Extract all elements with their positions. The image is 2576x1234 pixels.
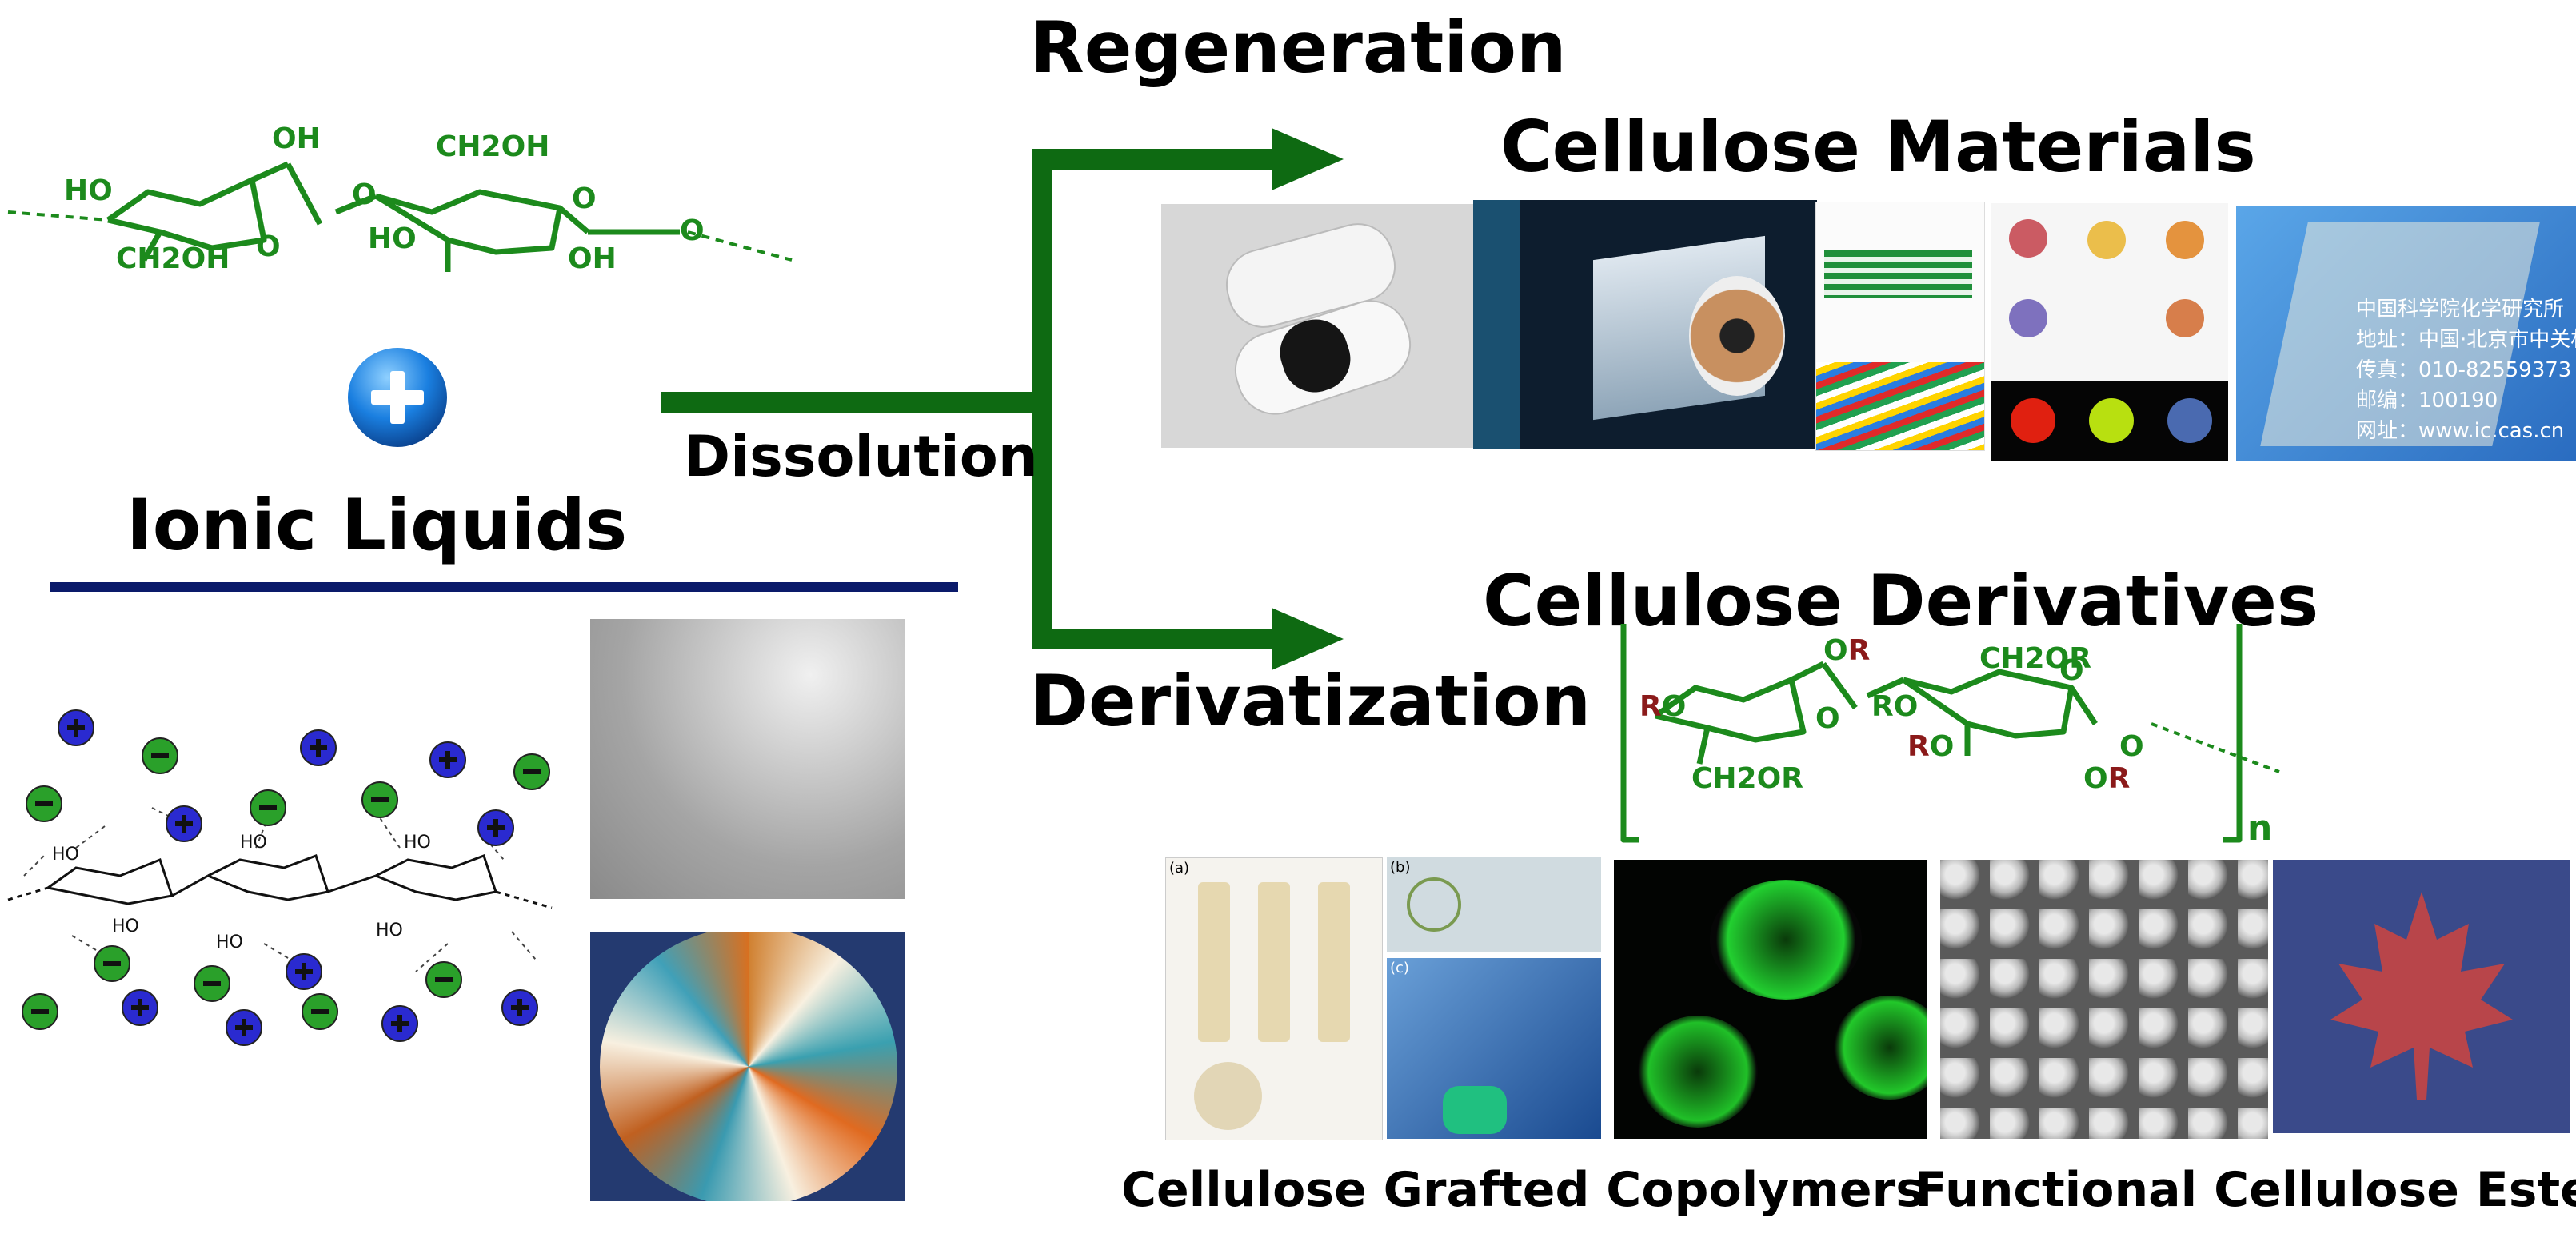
- svg-text:HO: HO: [404, 833, 431, 853]
- plate-text-line4: 邮编：100190: [2356, 389, 2498, 413]
- group-oh-1: OH: [272, 122, 321, 155]
- svg-text:HO: HO: [376, 921, 403, 940]
- anion-icon: [26, 785, 62, 822]
- colored-disks-photo: [1991, 203, 2228, 381]
- cation-icon: [381, 1005, 418, 1042]
- section-divider: [50, 582, 958, 592]
- regeneration-label: Regeneration: [1030, 6, 1567, 89]
- cation-icon: [477, 809, 514, 846]
- microspheres-sem-photo: [1940, 860, 2268, 1139]
- transparent-film-photo: 中国科学院化学研究所 地址：中国·北京市中关村 传真：010-82559373 …: [2236, 206, 2576, 461]
- plus-icon: [348, 348, 447, 447]
- deriv-ch2or-2: CH2OR: [1691, 762, 1803, 795]
- plate-text-line3: 传真：010-82559373: [2356, 358, 2572, 382]
- cation-icon: [429, 741, 466, 778]
- process-arrows: [661, 128, 1344, 670]
- group-ho-1: HO: [64, 174, 113, 207]
- anion-icon: [250, 789, 286, 826]
- plate-text-line2: 地址：中国·北京市中关村: [2356, 328, 2576, 352]
- film-panel-b: (b): [1387, 857, 1601, 952]
- cellulose-structure: OH HO CH2OH O O HO CH2OH O OH O: [7, 122, 793, 275]
- svg-text:OR: OR: [1823, 634, 1870, 667]
- deriv-ch2or-1: CH2OR: [1979, 642, 2091, 675]
- functional-esters-caption: Functional Cellulose Esters: [1915, 1162, 2576, 1218]
- deriv-o-1: O: [1823, 634, 1848, 667]
- dissolution-scheme: HO HO HO HO HO HO: [7, 807, 553, 972]
- panel-label-c: (c): [1390, 960, 1409, 976]
- ring-oxygen-1: O: [256, 230, 281, 263]
- ring-oxygen-2: O: [572, 182, 597, 215]
- svg-text:OR: OR: [2083, 762, 2130, 795]
- ring-oxygen-3: O: [680, 214, 705, 247]
- group-ch2oh-2: CH2OH: [436, 130, 549, 163]
- group-oh-2: OH: [568, 242, 617, 275]
- ionic-liquids-title: Ionic Liquids: [126, 484, 628, 566]
- group-ch2oh-1: CH2OH: [116, 242, 230, 275]
- dogbone-specimens-panel: (a): [1165, 857, 1383, 1140]
- bridge-oxygen: O: [352, 178, 377, 211]
- plate-text-line1: 中国科学院化学研究所: [2356, 298, 2565, 321]
- anion-icon: [425, 961, 462, 998]
- dissolution-label: Dissolution: [684, 424, 1038, 489]
- cation-icon: [501, 989, 538, 1026]
- repeat-subscript: n: [2247, 808, 2272, 849]
- grafted-copolymers-caption: Cellulose Grafted Copolymers: [1121, 1162, 1924, 1218]
- derivatization-label: Derivatization: [1030, 660, 1592, 742]
- cation-icon: [58, 709, 94, 746]
- tape-rolls-document-photo: [1815, 202, 1985, 451]
- deriv-terminal-o: O: [2119, 730, 2144, 763]
- fluorescent-disks-photo: [1991, 381, 2228, 461]
- svg-text:HO: HO: [52, 845, 79, 865]
- cation-icon: [166, 805, 202, 842]
- anion-icon: [302, 993, 338, 1030]
- svg-text:RO: RO: [1639, 690, 1686, 723]
- anion-icon: [142, 737, 178, 774]
- cellulose-materials-title: Cellulose Materials: [1500, 106, 2256, 188]
- derivative-structure: OR CH2OR RO CH2OR O RO RO O OR O n: [1620, 624, 2280, 849]
- film-panel-c: (c): [1387, 958, 1601, 1139]
- polarized-spherulite-photo: [590, 932, 905, 1201]
- deriv-ring-o: O: [1815, 702, 1840, 735]
- anion-icon: [513, 753, 550, 790]
- deriv-ring-o-2: O: [2059, 654, 2084, 687]
- anion-icon: [194, 965, 230, 1002]
- fiber-spools-photo: [1161, 204, 1473, 448]
- panel-label-b: (b): [1390, 859, 1411, 876]
- anion-icon: [94, 945, 130, 982]
- svg-text:RO: RO: [1907, 730, 1954, 763]
- film-roll-brochure-photo: [1473, 200, 1817, 449]
- ions-layer: [22, 709, 550, 1046]
- maple-leaf-icon: [2330, 892, 2513, 1100]
- cation-icon: [286, 953, 322, 990]
- svg-text:HO: HO: [216, 932, 243, 952]
- group-ho-2: HO: [368, 222, 417, 255]
- svg-text:HO: HO: [112, 917, 139, 936]
- svg-text:HO: HO: [240, 833, 267, 853]
- cation-icon: [226, 1009, 262, 1046]
- anion-icon: [361, 781, 398, 818]
- plate-text-line5: 网址：www.ic.cas.cn: [2356, 419, 2565, 443]
- cation-icon: [122, 989, 158, 1026]
- fluorescent-cells-photo: [1614, 860, 1927, 1139]
- tem-micrograph: [590, 619, 905, 899]
- maple-leaf-photo: [2273, 860, 2570, 1133]
- cation-icon: [300, 729, 337, 766]
- deriv-bridge-o: RO: [1871, 690, 1918, 723]
- anion-icon: [22, 993, 58, 1030]
- panel-label-a: (a): [1169, 860, 1190, 877]
